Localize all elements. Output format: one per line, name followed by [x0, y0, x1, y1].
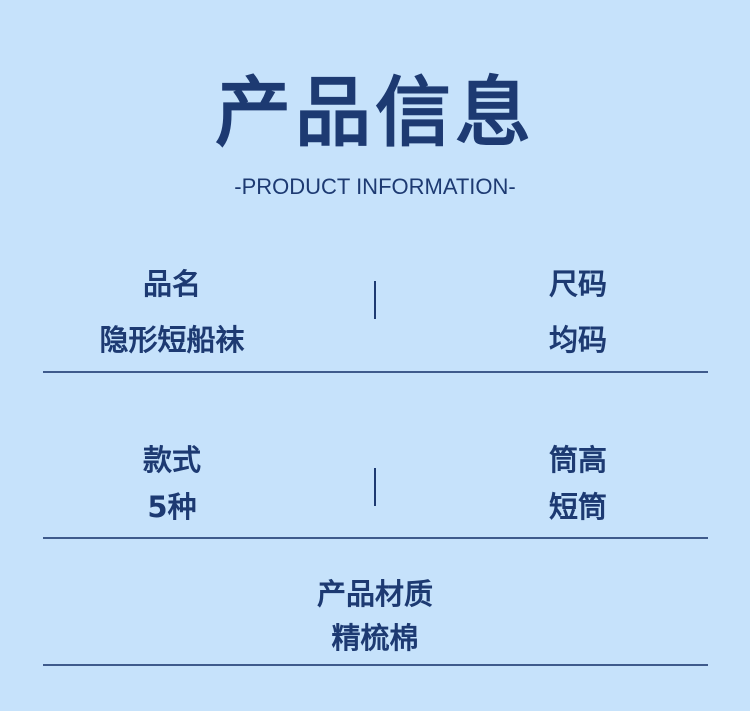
spec-cell-material: 产品材质 精梳棉: [0, 576, 750, 656]
spec-value: 5种: [147, 490, 197, 524]
spec-value: 隐形短船袜: [99, 323, 245, 357]
spec-value: 精梳棉: [331, 621, 419, 655]
spec-label: 筒高: [548, 443, 607, 477]
spec-cell-product-name: 品名 隐形短船袜: [40, 266, 304, 358]
spec-label: 尺码: [548, 267, 607, 301]
spec-cell-size: 尺码 均码: [446, 266, 710, 358]
row-divider: [43, 371, 708, 373]
spec-value: 均码: [548, 323, 607, 357]
column-divider: [374, 281, 376, 319]
page-subtitle: -PRODUCT INFORMATION-: [234, 174, 516, 199]
row-divider: [43, 537, 708, 539]
spec-value: 短筒: [548, 490, 607, 524]
spec-label: 品名: [142, 267, 201, 301]
page-title: 产品信息: [215, 68, 535, 157]
spec-cell-tube-height: 筒高 短筒: [446, 442, 710, 525]
spec-label: 产品材质: [316, 577, 433, 611]
spec-cell-style: 款式 5种: [40, 442, 304, 525]
row-divider: [43, 664, 708, 666]
spec-label: 款式: [142, 443, 201, 477]
column-divider: [374, 468, 376, 506]
